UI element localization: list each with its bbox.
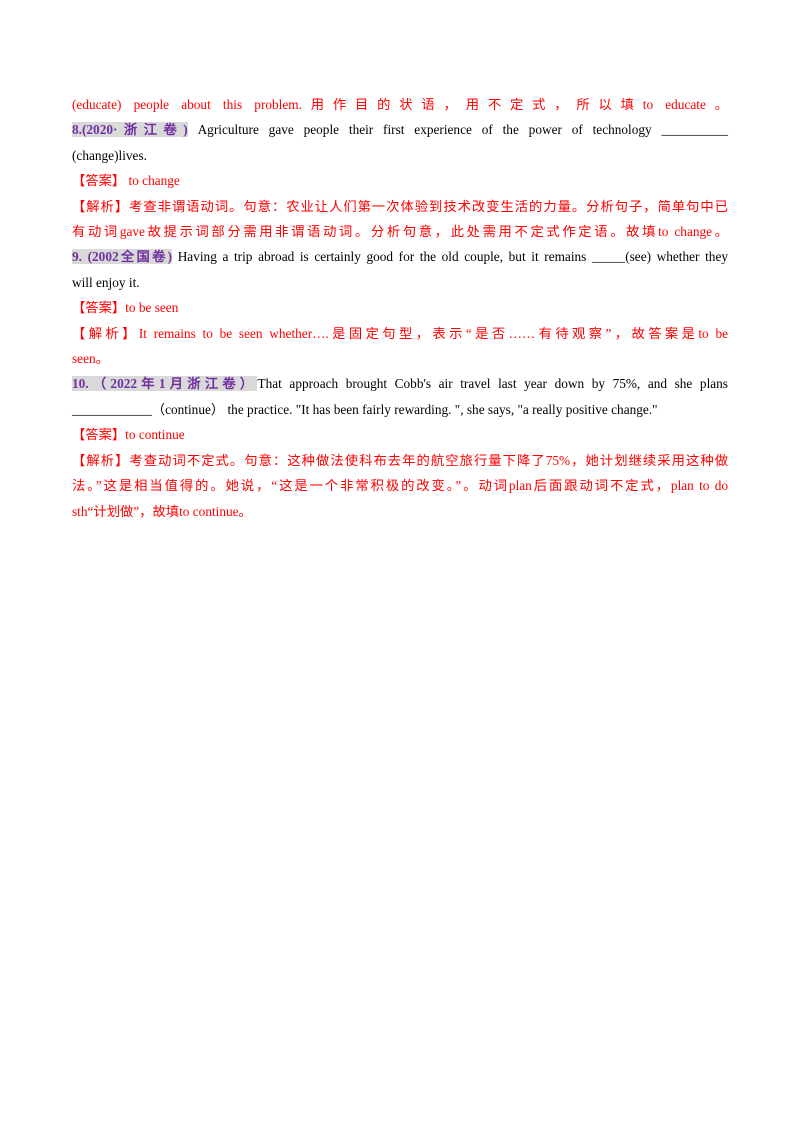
answer-line: 【答案】 to change: [72, 173, 180, 189]
question-text-line: ____________（continue） the practice. "It…: [72, 401, 658, 417]
explanation-line: seen。: [72, 351, 109, 367]
explanation-line: 【解析】It remains to be seen whether….是固定句型…: [72, 325, 728, 341]
answer-line: 【答案】to be seen: [72, 300, 179, 316]
question-9: 9. (2002全国卷) Having a trip abroad is cer…: [72, 244, 728, 269]
question-number: 10.（2022年1月浙江卷）: [72, 376, 258, 392]
question-text-line: (change)lives.: [72, 147, 147, 163]
explanation-line: 有动词gave故提示词部分需用非谓语动词。分析句意，此处需用不定式作定语。故填t…: [72, 224, 728, 240]
question-10: 10.（2022年1月浙江卷）That approach brought Cob…: [72, 371, 728, 396]
question-text: That approach brought Cobb's air travel …: [257, 376, 728, 392]
answer-line: 【答案】to continue: [72, 427, 185, 443]
explanation-line: 【解析】考查动词不定式。句意：这种做法使科布去年的航空旅行量下降了75%，她计划…: [72, 452, 728, 468]
explanation-line: (educate) people about this problem.用作目的…: [72, 97, 728, 112]
explanation-line: 法。”这是相当值得的。她说，“这是一个非常积极的改变。”。动词plan后面跟动词…: [72, 478, 728, 494]
explanation-line: 【解析】考查非谓语动词。句意：农业让人们第一次体验到技术改变生活的力量。分析句子…: [72, 198, 728, 214]
question-text: Having a trip abroad is certainly good f…: [172, 249, 728, 265]
question-8: 8.(2020·浙江卷) Agriculture gave people the…: [72, 117, 728, 142]
document-page: (educate) people about this problem.用作目的…: [72, 92, 728, 524]
question-text: Agriculture gave people their first expe…: [187, 122, 729, 138]
question-number: 8.(2020·浙江卷): [72, 122, 188, 138]
question-text-line: will enjoy it.: [72, 274, 140, 290]
explanation-line: sth“计划做”，故填to continue。: [72, 503, 252, 519]
question-number: 9. (2002全国卷): [72, 249, 173, 265]
